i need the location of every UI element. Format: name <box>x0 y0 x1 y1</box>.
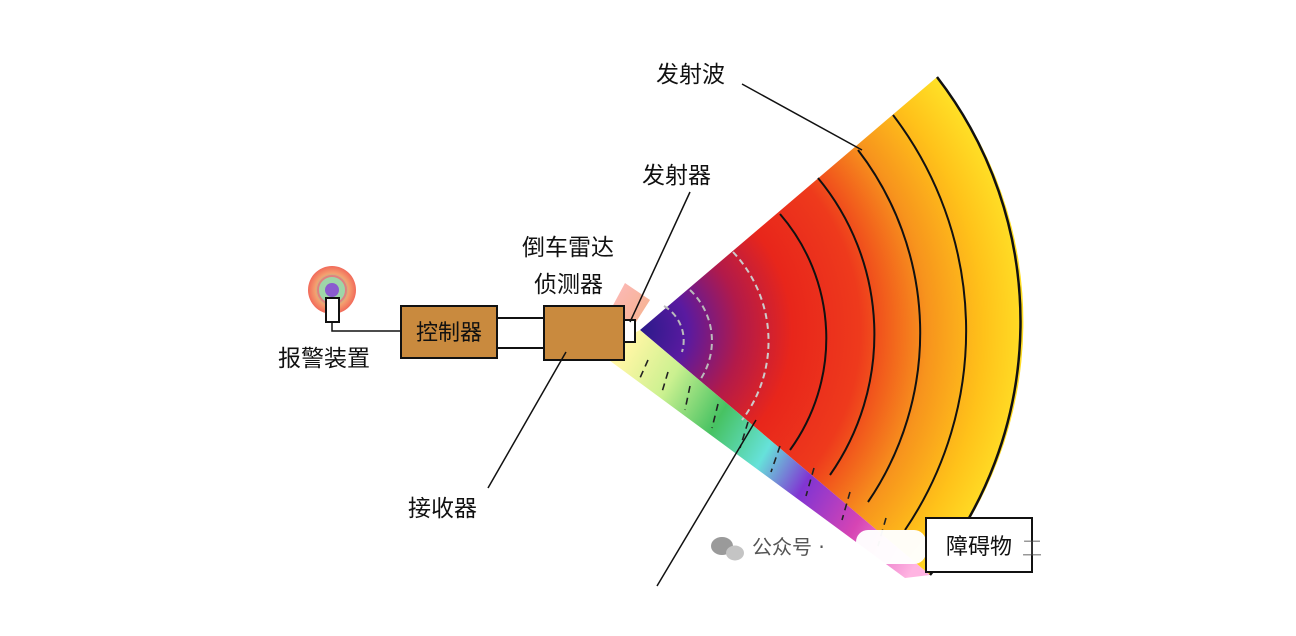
controller-label: 控制器 <box>416 321 482 346</box>
watermark-text: 公众号 · <box>752 535 825 559</box>
controller-box <box>400 305 498 359</box>
alarm-light-icon <box>308 266 356 323</box>
transmitter-head <box>623 319 636 343</box>
transmitter-label: 发射器 <box>642 163 711 189</box>
watermark-tail: 工 <box>1022 536 1042 560</box>
alarm-wire <box>331 322 401 332</box>
wave-sector <box>640 77 1024 575</box>
wave-arcs <box>663 76 1022 576</box>
watermark: 公众号 · <box>711 530 926 564</box>
detector-box <box>543 305 625 361</box>
wechat-icon <box>711 537 744 561</box>
leader-lines <box>487 83 863 587</box>
alarm-label: 报警装置 <box>278 346 370 372</box>
obstacle-label: 障碍物 <box>946 535 1012 560</box>
controller-cables <box>497 317 544 349</box>
detector-label-line2: 侦测器 <box>534 272 603 298</box>
receiver-label: 接收器 <box>408 496 477 522</box>
receiver-band <box>598 330 930 578</box>
detector-label-line1: 倒车雷达 <box>522 235 614 261</box>
obstacle-box <box>925 517 1033 573</box>
wave-label: 发射波 <box>656 62 725 88</box>
